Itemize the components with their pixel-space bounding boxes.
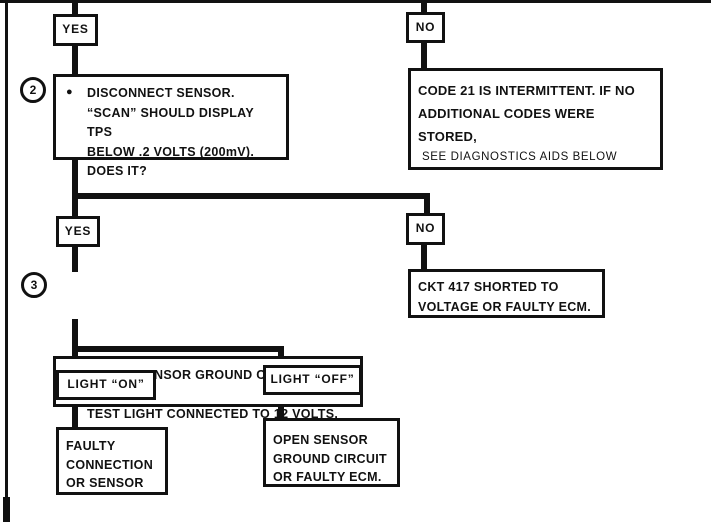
light-on-box: LIGHT “ON” (56, 370, 156, 400)
faulty-line-1: FAULTY (66, 439, 116, 453)
open-ground-line-2: GROUND CIRCUIT (273, 451, 387, 466)
faulty-line-2: CONNECTION (66, 457, 154, 472)
step2-line-1: DISCONNECT SENSOR. (87, 86, 235, 100)
decision-yes-top: YES (53, 14, 98, 46)
step2-line-3: BELOW .2 VOLTS (200mV). (87, 144, 255, 159)
left-border-line (5, 0, 8, 500)
branch-line-step3 (72, 346, 284, 352)
light-on-label: LIGHT “ON” (67, 377, 145, 392)
decision-yes-mid-label: YES (64, 223, 92, 238)
decision-no-mid-label: NO (415, 221, 436, 236)
top-border-line (0, 0, 711, 3)
connector-top-to-no (421, 0, 427, 14)
connector-no-to-code21 (421, 41, 427, 70)
connector-step2-to-yes2 (72, 158, 78, 219)
open-ground-box: OPEN SENSOR GROUND CIRCUIT OR FAULTY ECM… (263, 418, 400, 487)
connector-top-to-yes (72, 0, 78, 16)
bullet-icon: ● (66, 86, 73, 98)
open-ground-line-3: OR FAULTY ECM. (273, 470, 382, 484)
step-number-badge-3: 3 (21, 272, 47, 298)
code21-line-1: CODE 21 IS INTERMITTENT. IF NO (418, 83, 635, 98)
code21-line-2: ADDITIONAL CODES WERE STORED, (418, 106, 595, 144)
code21-note: SEE DIAGNOSTICS AIDS BELOW (422, 151, 618, 163)
decision-no-top-label: NO (415, 19, 436, 34)
step-number-badge-2: 2 (20, 77, 46, 103)
step2-line-4: DOES IT? (87, 164, 148, 178)
left-border-line-thick (3, 497, 10, 522)
connector-no2-to-ckt (421, 243, 427, 271)
ckt417-result-box: CKT 417 SHORTED TO VOLTAGE OR FAULTY ECM… (408, 269, 605, 318)
code21-intermittent-box: CODE 21 IS INTERMITTENT. IF NO ADDITIONA… (408, 68, 663, 170)
step3-line-2: TEST LIGHT CONNECTED TO 12 VOLTS. (87, 407, 339, 421)
ckt417-line-1: CKT 417 SHORTED TO (418, 280, 559, 294)
decision-no-top: NO (406, 12, 445, 43)
open-ground-line-1: OPEN SENSOR (273, 433, 368, 447)
faulty-connection-box: FAULTY CONNECTION OR SENSOR (56, 427, 168, 495)
decision-yes-top-label: YES (62, 22, 89, 37)
connector-lighton-to-faulty (72, 398, 78, 429)
connector-yes2-to-step3 (72, 245, 78, 272)
step-number-2: 2 (29, 83, 37, 97)
decision-yes-mid: YES (56, 216, 100, 247)
faulty-line-3: OR SENSOR (66, 476, 144, 490)
step-number-3: 3 (30, 278, 38, 292)
light-off-box: LIGHT “OFF” (263, 365, 362, 395)
connector-branch-to-no2 (424, 196, 430, 215)
step2-box: ● DISCONNECT SENSOR. “SCAN” SHOULD DISPL… (53, 74, 289, 178)
connector-step3-to-lighton (72, 319, 78, 372)
branch-line-step2 (72, 193, 430, 199)
connector-yes-to-step2 (72, 43, 78, 76)
ckt417-line-2: VOLTAGE OR FAULTY ECM. (418, 299, 592, 314)
step2-line-2: “SCAN” SHOULD DISPLAY TPS (87, 105, 254, 140)
decision-no-mid: NO (406, 213, 445, 245)
light-off-label: LIGHT “OFF” (270, 372, 355, 387)
